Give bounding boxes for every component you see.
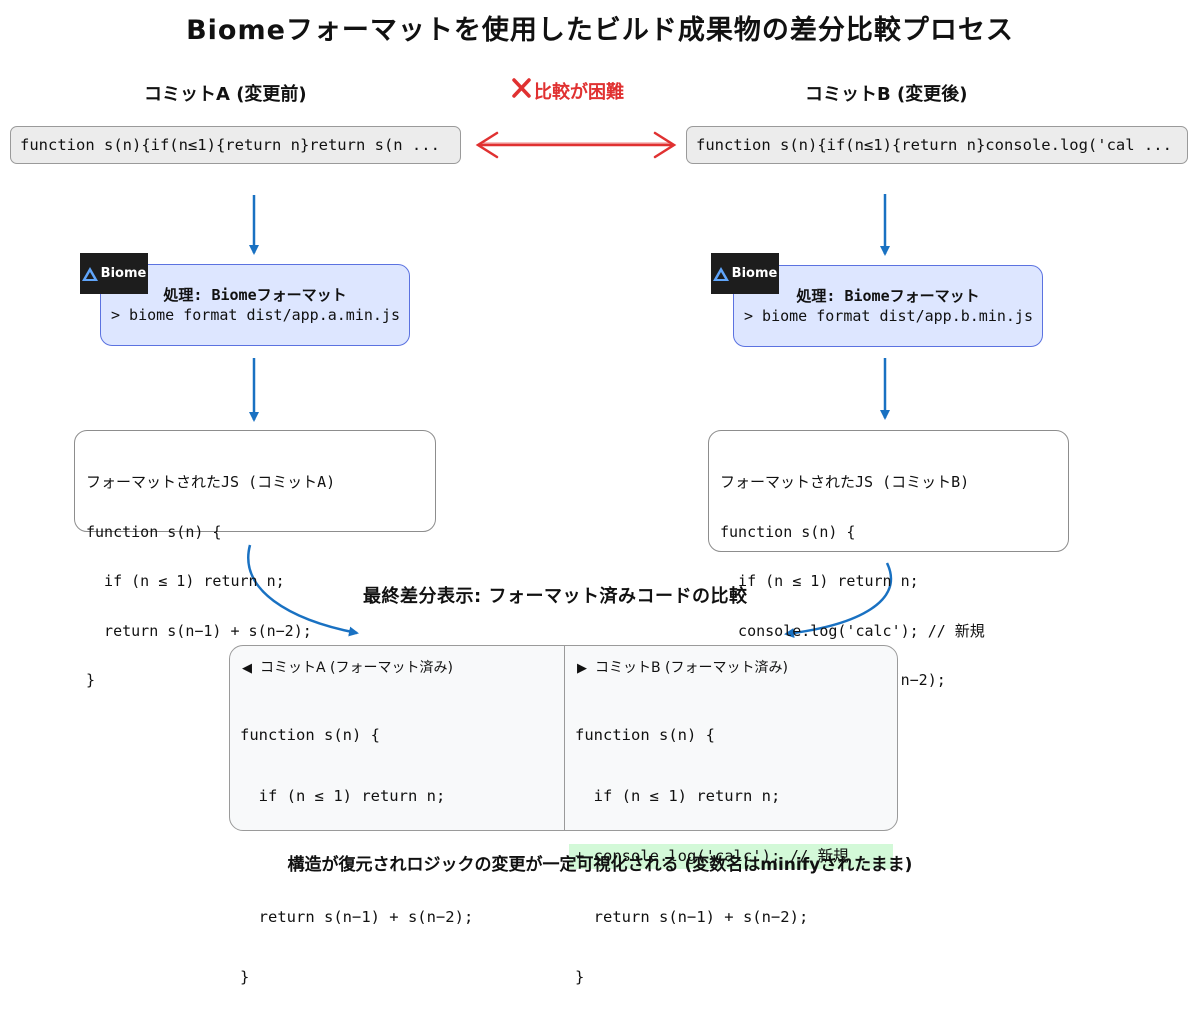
diff-divider: [564, 646, 565, 830]
process-command: > biome format dist/app.b.min.js: [744, 307, 1033, 325]
code-line: function s(n) {: [720, 522, 856, 541]
diff-line: return s(n−1) + s(n−2);: [575, 907, 809, 926]
biome-logo-text: Biome: [731, 266, 778, 281]
process-box-b: 処理: Biomeフォーマット > biome format dist/app.…: [733, 265, 1043, 347]
code-title: フォーマットされたJS (コミットB): [720, 473, 970, 491]
arrow-layer: [247, 78, 893, 638]
diff-left-header-label: コミットA (フォーマット済み): [260, 660, 453, 676]
code-line: }: [86, 671, 96, 689]
diff-heading: 最終差分表示: フォーマット済みコードの比較: [363, 586, 748, 607]
process-title: 処理: Biomeフォーマット: [163, 286, 347, 304]
minified-code-a: function s(n){if(n≤1){return n}return s(…: [10, 126, 461, 164]
diff-line: function s(n) {: [240, 726, 380, 744]
process-title: 処理: Biomeフォーマット: [796, 287, 980, 305]
code-title: フォーマットされたJS (コミットA): [86, 473, 336, 491]
diff-panel: ◀ コミットA (フォーマット済み) ▶ コミットB (フォーマット済み) func…: [229, 645, 898, 986]
diff-line: if (n ≤ 1) return n;: [240, 786, 446, 805]
diff-left-header: ◀ コミットA (フォーマット済み): [242, 657, 453, 677]
diff-added-line: + console.log('calc'); // 新規: [569, 844, 893, 869]
process-box-a: 処理: Biomeフォーマット > biome format dist/app.…: [100, 264, 410, 346]
formatted-code-a: フォーマットされたJS (コミットA) function s(n) { if (…: [74, 430, 436, 688]
code-line: if (n ≤ 1) return n;: [86, 572, 285, 590]
diff-line: function s(n) {: [575, 726, 715, 744]
triangle-right-icon: ▶: [577, 661, 587, 676]
arrow-a-to-diff: [247, 544, 359, 637]
biome-logo: Biome: [80, 253, 148, 294]
commit-a-label: コミットA (変更前): [144, 84, 307, 105]
code-line: console.log('calc'); // 新規: [720, 621, 985, 640]
diagram-title: Biomeフォーマットを使用したビルド成果物の差分比較プロセス: [186, 15, 1014, 46]
code-line: function s(n) {: [86, 522, 222, 541]
biome-logo-icon: [81, 266, 98, 281]
diff-line: }: [240, 968, 250, 986]
process-command: > biome format dist/app.a.min.js: [111, 306, 400, 324]
arrow-b-to-diff: [784, 562, 893, 638]
diff-line: }: [575, 968, 585, 986]
biome-logo-text: Biome: [100, 266, 147, 281]
footer-caption: 構造が復元されロジックの変更が一定可視化される (変数名はminifyされたまま…: [287, 855, 913, 875]
code-line: return s(n−1) + s(n−2);: [86, 621, 312, 640]
cross-icon: [512, 78, 531, 98]
biome-logo: Biome: [711, 253, 779, 294]
compare-label: 比較が困難: [534, 82, 624, 103]
diff-right-header: ▶ コミットB (フォーマット済み): [577, 657, 788, 677]
commit-b-label: コミットB (変更後): [805, 84, 968, 105]
biome-logo-icon: [712, 266, 729, 281]
triangle-left-icon: ◀: [242, 661, 252, 676]
diff-line: if (n ≤ 1) return n;: [575, 786, 781, 805]
code-line: if (n ≤ 1) return n;: [720, 572, 919, 590]
minified-code-b: function s(n){if(n≤1){return n}console.l…: [686, 126, 1188, 164]
formatted-code-b: フォーマットされたJS (コミットB) function s(n) { if (…: [708, 430, 1069, 738]
compare-arrow: [475, 131, 677, 159]
diff-line: return s(n−1) + s(n−2);: [240, 907, 474, 926]
diff-right-header-label: コミットB (フォーマット済み): [595, 660, 788, 676]
